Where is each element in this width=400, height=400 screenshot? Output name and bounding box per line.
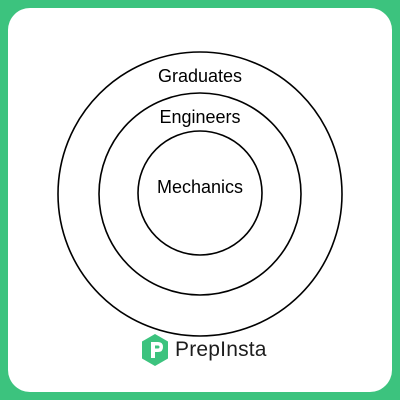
brand-logo: PrepInsta (140, 330, 267, 370)
label-mechanics: Mechanics (157, 177, 243, 197)
label-graduates: Graduates (158, 66, 242, 86)
inner-ring-mechanics (137, 130, 263, 256)
outer-ring-graduates (57, 51, 343, 337)
middle-ring-engineers (98, 92, 302, 296)
label-engineers: Engineers (159, 107, 240, 127)
diagram-card (8, 8, 392, 392)
brand-name: PrepInsta (175, 338, 267, 361)
prepinsta-logo-icon (142, 334, 168, 366)
